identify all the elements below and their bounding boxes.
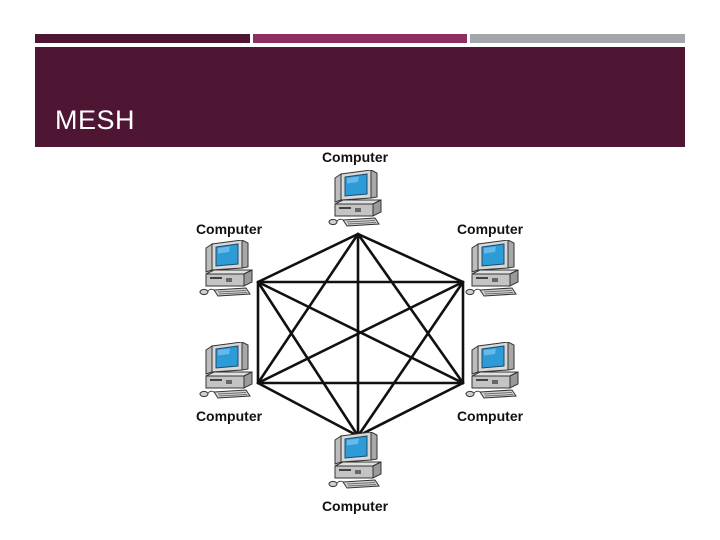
link-lower-left-bottom [256,381,360,438]
computer-icon [328,170,382,227]
computer-label-lower-right: Computer [457,408,524,424]
accent-bar-1 [35,34,250,43]
computer-node-lower-right: Computer [457,342,524,424]
title-band: MESH [35,47,685,147]
computer-icon [465,342,519,399]
mesh-links [256,232,465,438]
computer-node-top: Computer [322,149,389,227]
computer-node-lower-left: Computer [196,342,263,424]
computer-label-bottom: Computer [322,498,389,514]
computer-node-upper-right: Computer [457,221,524,297]
computer-node-upper-left: Computer [196,221,263,297]
computer-icon [199,342,253,399]
slide-title: MESH [55,105,136,135]
computer-label-upper-right: Computer [457,221,524,237]
computer-node-bottom: Computer [322,432,389,514]
link-lower-right-bottom [356,381,465,438]
computer-icon [199,240,253,297]
computer-icon [328,432,382,489]
accent-bar-2 [253,34,467,43]
link-upper-right-lower-left [256,280,465,385]
link-top-upper-right [356,232,465,284]
link-top-upper-left [256,232,360,284]
computer-icon [465,240,519,297]
computer-label-upper-left: Computer [196,221,263,237]
link-top-lower-left [256,232,360,385]
computer-label-lower-left: Computer [196,408,263,424]
accent-bar-3 [470,34,685,43]
computer-label-top: Computer [322,149,389,165]
link-upper-right-bottom [356,280,465,438]
